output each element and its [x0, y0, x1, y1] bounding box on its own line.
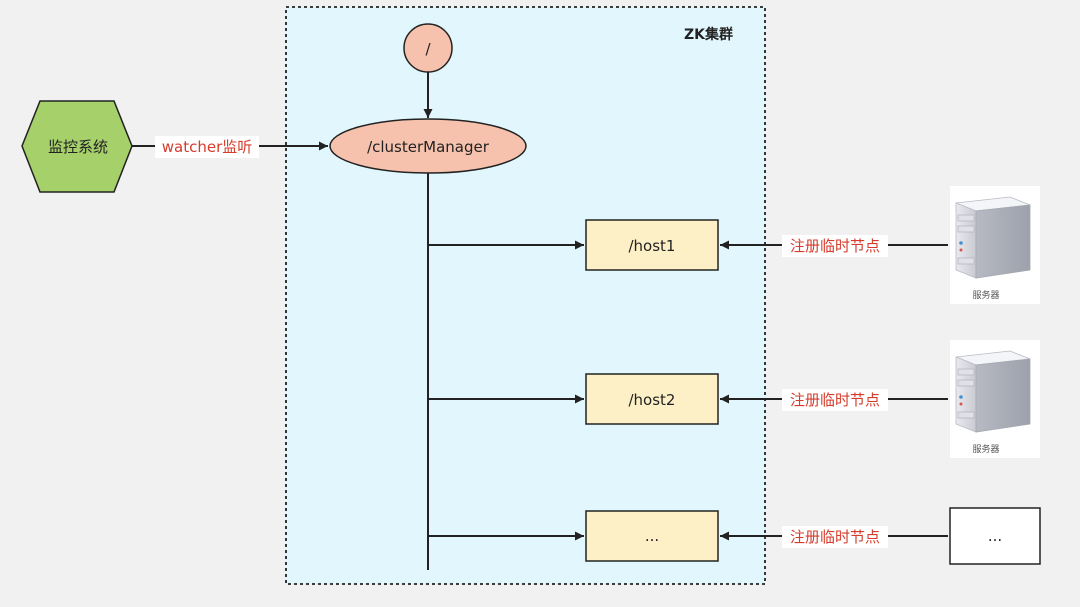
zk-cluster-title: ZK集群	[684, 26, 733, 43]
server-2[interactable]: 服务器	[950, 340, 1040, 458]
watcher-label: watcher监听	[162, 138, 253, 156]
server-icon	[955, 350, 1031, 433]
monitor-system-node[interactable]: 监控系统	[21, 100, 133, 193]
zk-cluster-container	[285, 6, 766, 585]
monitor-system-label: 监控系统	[48, 138, 108, 156]
register-label-bg-3	[782, 526, 888, 548]
host1-node[interactable]: /host1	[585, 219, 719, 271]
watcher-label-bg	[155, 136, 259, 158]
server-3-placeholder[interactable]: ...	[949, 507, 1041, 565]
cluster-manager-label: /clusterManager	[367, 138, 490, 156]
host3-node[interactable]: ...	[585, 510, 719, 562]
register-label-bg-2	[782, 389, 888, 411]
server-icon	[955, 196, 1031, 279]
cluster-manager-node[interactable]: /clusterManager	[329, 118, 527, 174]
register-label-bg-1	[782, 235, 888, 257]
root-node[interactable]: /	[403, 23, 453, 73]
register-label-1: 注册临时节点	[790, 237, 880, 255]
root-node-label: /	[425, 40, 431, 58]
host1-label: /host1	[629, 237, 676, 255]
host3-label: ...	[645, 527, 659, 545]
server-1[interactable]: 服务器	[950, 186, 1040, 304]
server-3-label: ...	[988, 527, 1002, 545]
server-2-caption: 服务器	[972, 443, 999, 455]
register-label-2: 注册临时节点	[790, 391, 880, 409]
host2-node[interactable]: /host2	[585, 373, 719, 425]
register-label-3: 注册临时节点	[790, 528, 880, 546]
host2-label: /host2	[629, 391, 676, 409]
server-1-caption: 服务器	[972, 289, 999, 301]
